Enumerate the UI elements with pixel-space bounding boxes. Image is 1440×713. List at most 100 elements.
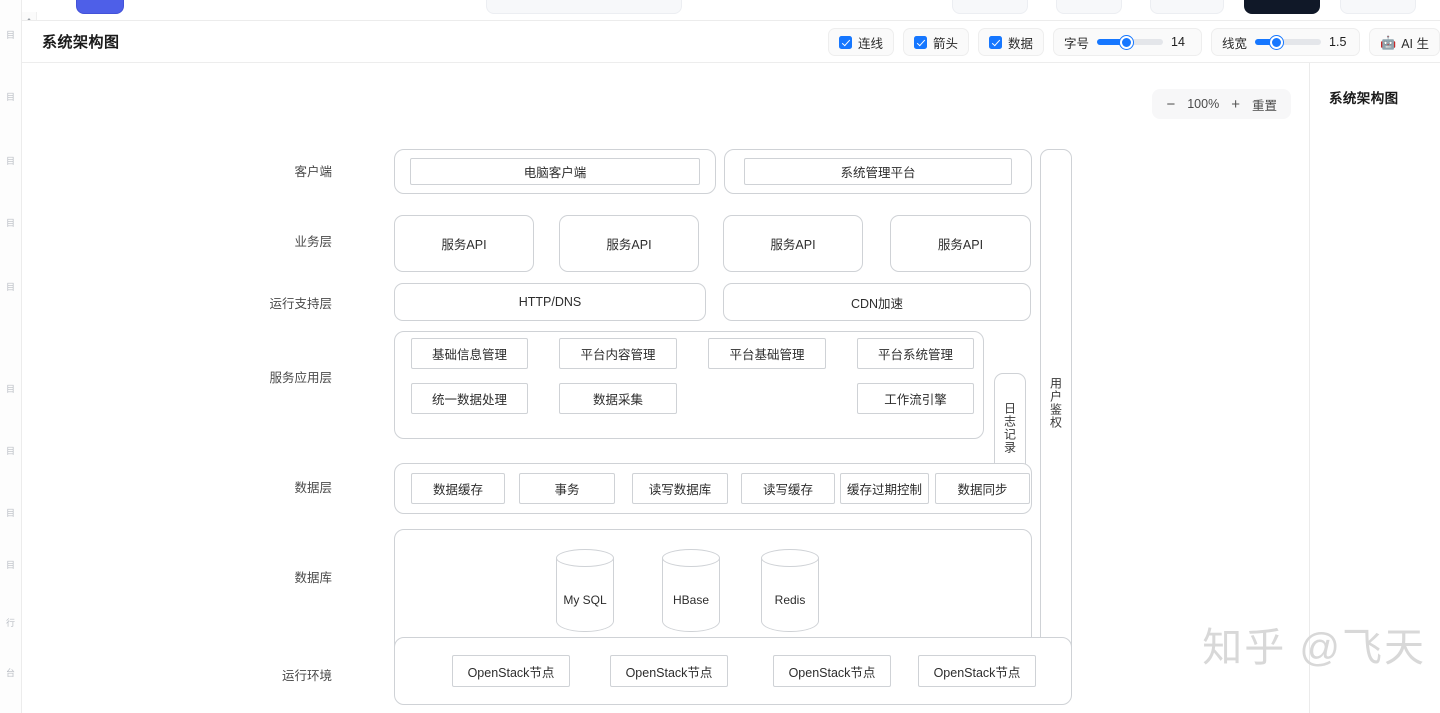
- editor-header: 系统架构图 连线 箭头 数据 字号: [22, 21, 1440, 63]
- node-service-api-3[interactable]: 服务API: [723, 215, 863, 272]
- font-size-label: 字号: [1063, 36, 1089, 51]
- layer-label-client: 客户端: [294, 165, 332, 179]
- font-size-slider-thumb[interactable]: [1120, 35, 1134, 49]
- node-openstack-3[interactable]: OpenStack节点: [773, 655, 891, 687]
- left-sidebar-clipped[interactable]: 目 目 目 目 目 目 目 目 目 行 台: [0, 0, 22, 713]
- node-rw-cache[interactable]: 读写缓存: [741, 473, 835, 504]
- node-cache-expiry-ctrl[interactable]: 缓存过期控制: [840, 473, 929, 504]
- node-transaction[interactable]: 事务: [519, 473, 615, 504]
- node-platform-base-mgmt[interactable]: 平台基础管理: [708, 338, 826, 369]
- zoom-out-button[interactable]: −: [1166, 95, 1176, 113]
- font-size-slider[interactable]: [1097, 35, 1163, 49]
- rail-glyph: 目: [5, 30, 15, 39]
- layer-label-business: 业务层: [294, 235, 332, 249]
- node-service-api-1[interactable]: 服务API: [394, 215, 534, 272]
- node-platform-content-mgmt[interactable]: 平台内容管理: [559, 338, 677, 369]
- node-workflow-engine[interactable]: 工作流引擎: [857, 383, 974, 414]
- top-pill-active[interactable]: [1244, 0, 1320, 14]
- rail-glyph: 目: [5, 384, 15, 393]
- node-pc-client[interactable]: 电脑客户端: [410, 158, 700, 185]
- node-service-api-4[interactable]: 服务API: [890, 215, 1031, 272]
- node-openstack-2[interactable]: OpenStack节点: [610, 655, 728, 687]
- cylinder-label: My SQL: [563, 593, 607, 607]
- vertical-bar-auth[interactable]: 用户鉴权: [1040, 149, 1072, 657]
- cylinder-redis[interactable]: Redis: [761, 549, 819, 641]
- layer-label-runtime: 运行环境: [281, 669, 332, 683]
- node-service-api-2[interactable]: 服务API: [559, 215, 699, 272]
- checkbox-checked-icon[interactable]: [838, 35, 852, 49]
- cylinder-label: HBase: [672, 593, 710, 607]
- layer-label-database: 数据库: [294, 571, 332, 585]
- layer-label-support: 运行支持层: [269, 297, 332, 311]
- toggle-arrows-label: 箭头: [932, 36, 958, 51]
- toggle-data-label: 数据: [1007, 36, 1033, 51]
- top-pill-5[interactable]: [1340, 0, 1416, 14]
- line-width-value: 1.5: [1329, 35, 1347, 49]
- cylinder-top-ellipse: [761, 549, 819, 567]
- rail-glyph: 目: [5, 92, 15, 101]
- zoom-control: − 100% + 重置: [1152, 89, 1291, 119]
- cylinder-label: Redis: [774, 593, 806, 607]
- zoom-in-button[interactable]: +: [1231, 95, 1240, 113]
- line-width-slider[interactable]: [1255, 35, 1322, 49]
- vertical-bar-auth-label: 用户鉴权: [1048, 377, 1063, 429]
- node-basic-info-mgmt[interactable]: 基础信息管理: [411, 338, 528, 369]
- ai-generate-label: AI 生: [1401, 36, 1429, 51]
- architecture-diagram: 客户端 业务层 运行支持层 服务应用层 数据层 数据库 运行环境 电脑客户端 系…: [22, 63, 1309, 713]
- node-admin-platform[interactable]: 系统管理平台: [744, 158, 1012, 185]
- node-data-cache[interactable]: 数据缓存: [411, 473, 505, 504]
- rail-glyph: 目: [5, 156, 15, 165]
- cylinder-mysql[interactable]: My SQL: [556, 549, 614, 641]
- cylinder-body: [761, 558, 819, 632]
- ai-generate-button[interactable]: 🤖 AI 生: [1369, 28, 1440, 56]
- top-pill-2[interactable]: [952, 0, 1028, 14]
- zoom-reset-button[interactable]: 重置: [1251, 98, 1277, 113]
- node-http-dns[interactable]: HTTP/DNS: [394, 283, 706, 321]
- page-title: 系统架构图: [42, 34, 120, 51]
- ai-robot-icon: 🤖: [1380, 34, 1397, 50]
- toggle-connections[interactable]: 连线: [827, 28, 894, 56]
- node-data-collection[interactable]: 数据采集: [559, 383, 677, 414]
- checkbox-checked-icon[interactable]: [988, 35, 1002, 49]
- node-openstack-4[interactable]: OpenStack节点: [918, 655, 1036, 687]
- node-data-sync[interactable]: 数据同步: [935, 473, 1030, 504]
- toggle-data[interactable]: 数据: [977, 28, 1044, 56]
- cylinder-top-ellipse: [556, 549, 614, 567]
- vertical-bar-logging-label: 日志记录: [1002, 402, 1017, 454]
- cylinder-body: [556, 558, 614, 632]
- top-pill-1[interactable]: [486, 0, 682, 14]
- rail-glyph: 台: [5, 668, 15, 677]
- font-size-control[interactable]: 字号 14: [1052, 28, 1202, 56]
- line-width-label: 线宽: [1222, 36, 1248, 51]
- watermark: 知乎 @飞天: [1202, 626, 1426, 670]
- cylinder-body: [662, 558, 720, 632]
- diagram-canvas[interactable]: − 100% + 重置 客户端 业务层 运行支持层 服务应用层 数据层 数据库 …: [22, 63, 1310, 713]
- cylinder-hbase[interactable]: HBase: [662, 549, 720, 641]
- node-platform-system-mgmt[interactable]: 平台系统管理: [857, 338, 974, 369]
- top-pill-3[interactable]: [1056, 0, 1122, 14]
- top-pill-primary[interactable]: [76, 0, 124, 14]
- rail-glyph: 目: [5, 218, 15, 227]
- toggle-arrows[interactable]: 箭头: [902, 28, 969, 56]
- layer-label-service: 服务应用层: [269, 371, 332, 385]
- node-rw-database[interactable]: 读写数据库: [632, 473, 728, 504]
- toggle-connections-label: 连线: [857, 36, 883, 51]
- layer-label-data: 数据层: [294, 481, 332, 495]
- font-size-slider-fill: [1097, 39, 1127, 45]
- node-unified-data-process[interactable]: 统一数据处理: [411, 383, 528, 414]
- rail-glyph: 目: [5, 508, 15, 517]
- checkbox-checked-icon[interactable]: [913, 35, 927, 49]
- right-panel-title: 系统架构图: [1329, 91, 1399, 106]
- line-width-slider-fill: [1255, 39, 1277, 45]
- node-cdn[interactable]: CDN加速: [723, 283, 1031, 321]
- line-width-control[interactable]: 线宽 1.5: [1211, 28, 1361, 56]
- line-width-slider-thumb[interactable]: [1270, 35, 1284, 49]
- rail-glyph: 目: [5, 446, 15, 455]
- diagram-editor: 系统架构图 连线 箭头 数据 字号: [22, 20, 1440, 713]
- right-panel: 系统架构图: [1311, 63, 1440, 713]
- editor-toolbar: 连线 箭头 数据 字号 14: [827, 27, 1440, 57]
- node-openstack-1[interactable]: OpenStack节点: [452, 655, 570, 687]
- top-pill-4[interactable]: [1150, 0, 1224, 14]
- rail-glyph: 目: [5, 560, 15, 569]
